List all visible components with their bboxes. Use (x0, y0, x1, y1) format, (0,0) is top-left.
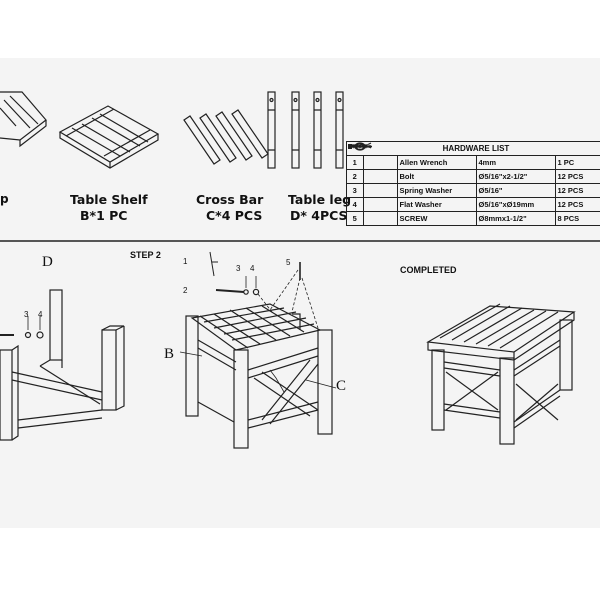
spring-washer-icon (354, 142, 398, 198)
hardware-qty: 12 PCS (554, 169, 600, 184)
bolt-icon (347, 143, 398, 184)
callout-num: 4 (250, 264, 255, 273)
callout-num: 3 (236, 264, 241, 273)
table-shelf-drawing (58, 105, 160, 169)
flat-washer-icon (353, 141, 398, 212)
callout-c: C (336, 378, 347, 394)
hardware-spec: Ø5/16" (475, 183, 556, 198)
hardware-no: 5 (346, 211, 364, 226)
hardware-qty: 8 PCS (554, 211, 600, 226)
instruction-sheet: p Table Shelf B*1 PC Cross Bar C*4 PCS T… (0, 58, 600, 528)
hardware-name: Spring Washer (396, 183, 477, 198)
hardware-name: SCREW (396, 211, 477, 226)
table-leg-label: Table leg (288, 192, 352, 207)
table-shelf-qty: B*1 PC (80, 208, 128, 223)
callout-num: 2 (183, 286, 188, 295)
assembly-drawings (0, 91, 600, 449)
callout-d: D (42, 254, 53, 270)
callout-num: 4 (38, 310, 43, 319)
step2-title: STEP 2 (130, 250, 161, 260)
hardware-name: Allen Wrench (396, 155, 477, 170)
hardware-name: Flat Washer (396, 197, 477, 212)
partial-part-label: p (0, 192, 9, 206)
hardware-spec: Ø5/16"x2-1/2" (475, 169, 556, 184)
table-leg-qty: D* 4PCS (290, 208, 348, 223)
step1-drawing (0, 289, 125, 441)
partial-tabletop-drawing (0, 91, 47, 148)
callout-num: 5 (286, 258, 291, 267)
hardware-no: 3 (346, 183, 364, 198)
table-shelf-label: Table Shelf (70, 192, 148, 207)
table-leg-drawing (267, 91, 344, 169)
hardware-no: 4 (346, 197, 364, 212)
hardware-qty: 12 PCS (554, 197, 600, 212)
hardware-qty: 12 PCS (554, 183, 600, 198)
screw-icon (348, 143, 398, 226)
step2-drawing (179, 251, 337, 449)
hardware-spec: Ø8mmx1-1/2" (475, 211, 556, 226)
hardware-list-header: HARDWARE LIST (346, 141, 600, 156)
completed-table-drawing (426, 303, 576, 445)
hardware-qty: 1 PC (554, 155, 600, 170)
hardware-name: Bolt (396, 169, 477, 184)
completed-title: COMPLETED (400, 265, 457, 275)
cross-bar-label: Cross Bar (196, 192, 264, 207)
hardware-spec: 4mm (475, 155, 556, 170)
callout-num: 3 (24, 310, 29, 319)
hardware-list-title: HARDWARE LIST (397, 141, 555, 156)
hardware-no: 2 (346, 169, 364, 184)
allen-wrench-icon (348, 141, 398, 170)
callout-b: B (164, 346, 175, 362)
hardware-no: 1 (346, 155, 364, 170)
hardware-spec: Ø5/16"xØ19mm (475, 197, 556, 212)
callout-num: 1 (183, 257, 188, 266)
cross-bar-qty: C*4 PCS (206, 208, 263, 223)
cross-bar-drawing (183, 109, 269, 165)
